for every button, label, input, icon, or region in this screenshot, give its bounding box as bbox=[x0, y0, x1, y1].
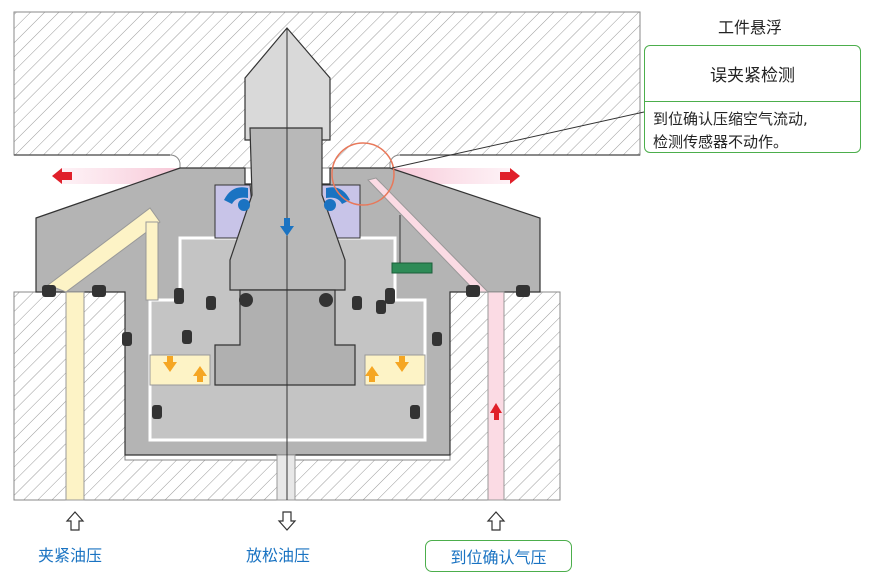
oil-down-arrow-left bbox=[163, 356, 177, 372]
callout-title: 误夹紧检测 bbox=[645, 46, 860, 102]
collet-seals bbox=[224, 187, 350, 211]
clamp-oil-chamber-right bbox=[364, 354, 426, 386]
detection-sensor bbox=[391, 262, 433, 274]
highlight-circle bbox=[331, 142, 395, 206]
callout-body-line2: 检测传感器不动作。 bbox=[653, 133, 789, 151]
oil-up-arrow-right bbox=[365, 366, 379, 382]
clamp-oil-diagonal bbox=[46, 207, 161, 293]
o-rings bbox=[42, 285, 530, 419]
detection-callout: 误夹紧检测 到位确认压缩空气流动, 检测传感器不动作。 bbox=[644, 45, 861, 153]
confirm-port-up-arrow bbox=[486, 511, 506, 531]
piston bbox=[214, 289, 356, 386]
callout-body: 到位确认压缩空气流动, 检测传感器不动作。 bbox=[653, 108, 808, 154]
callout-body-line1: 到位确认压缩空气流动, bbox=[653, 110, 808, 128]
arrows bbox=[52, 168, 520, 420]
release-oil-port bbox=[276, 454, 296, 501]
release-oil-label: 放松油压 bbox=[246, 546, 311, 565]
confirm-air-channel bbox=[487, 291, 505, 501]
clamp-port-up-arrow bbox=[65, 511, 85, 531]
oil-down-arrow-right bbox=[395, 356, 409, 372]
port-arrows bbox=[65, 511, 506, 531]
rod-down-arrow bbox=[280, 218, 294, 236]
air-out-right-arrow bbox=[500, 168, 520, 184]
clamp-oil-vertical bbox=[145, 221, 159, 301]
confirm-air-label: 到位确认气压 bbox=[450, 548, 547, 567]
callout-leader bbox=[391, 111, 645, 169]
clamp-oil-label: 夹紧油压 bbox=[38, 546, 103, 565]
oil-up-arrow-left bbox=[193, 366, 207, 382]
air-out-left-arrow bbox=[52, 168, 72, 184]
clamp-oil-channel bbox=[65, 291, 85, 501]
confirm-air-diagonal bbox=[367, 177, 490, 293]
release-port-down-arrow bbox=[277, 511, 297, 531]
workpiece-floating-title: 工件悬浮 bbox=[718, 18, 783, 37]
confirm-air-label-box: 到位确认气压 bbox=[425, 540, 572, 572]
confirm-air-up-arrow bbox=[490, 403, 502, 420]
